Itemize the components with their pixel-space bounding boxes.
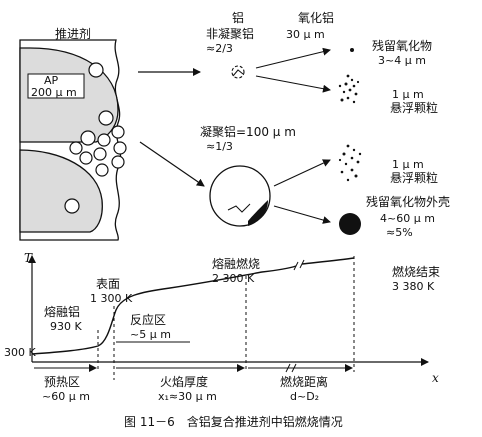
temperature-curve	[31, 265, 297, 355]
al-particle	[79, 151, 93, 165]
suspended-label-1: 悬浮颗粒	[390, 100, 438, 115]
al-particle	[80, 130, 96, 146]
al-oxide-size: 30 μ m	[286, 28, 325, 41]
al-particle	[93, 147, 107, 161]
agglomerated-label: 凝聚铝=100 μ m	[200, 124, 296, 139]
melt-combustion-temp: 2 300 K	[212, 272, 255, 285]
surface-temp: 1 300 K	[90, 292, 133, 305]
agglomerated-fraction: ≈1/3	[206, 140, 233, 153]
residual-shell-size: 4~60 μ m	[380, 212, 435, 225]
propellant-label: 推进剂	[55, 26, 91, 41]
combustion-distance-value: d~D₂	[290, 390, 319, 403]
al-particle	[88, 62, 104, 78]
al-particle	[98, 110, 114, 126]
suspended-size-2: 1 μ m	[392, 158, 424, 171]
preheat-size: ~60 μ m	[42, 390, 90, 403]
curve-break-mark	[299, 259, 305, 269]
arrow-to-suspended-1	[255, 75, 331, 93]
combustion-end-temp: 3 380 K	[392, 280, 435, 293]
y-axis-label: T	[24, 251, 33, 265]
reaction-zone-size: ~5 μ m	[130, 328, 171, 341]
combustion-end-label: 燃烧结束	[392, 264, 440, 279]
distance-break-mark	[291, 363, 297, 373]
ap-label: AP	[44, 74, 59, 87]
residual-oxide-dot	[350, 48, 354, 52]
non-agglomerated-label: 非凝聚铝	[206, 26, 254, 41]
small-burning-droplet	[231, 65, 245, 79]
al-particle	[64, 198, 80, 214]
arrow-to-large-droplet	[139, 141, 205, 187]
suspended-particles-cluster-2	[338, 144, 362, 182]
al-particle	[113, 141, 127, 155]
residual-shell-fraction: ≈5%	[386, 226, 413, 239]
melt-combustion-label: 熔融燃烧	[212, 256, 260, 271]
al-particle	[69, 141, 83, 155]
oxide-shell-sphere	[339, 213, 361, 235]
figure-caption: 图 11－6 含铝复合推进剂中铝燃烧情况	[124, 414, 343, 429]
melting-al-temp: 930 K	[50, 320, 82, 333]
distance-break-mark	[285, 363, 291, 373]
al-particle	[111, 125, 125, 139]
suspended-size-1: 1 μ m	[392, 88, 424, 101]
preheat-zone-label: 预热区	[44, 375, 80, 389]
arrow-to-residual-oxide	[255, 47, 331, 69]
aluminum-particles	[64, 62, 127, 214]
arrow-to-suspended-2	[273, 159, 331, 187]
al-label: 铝	[232, 10, 244, 25]
surface-label: 表面	[96, 277, 120, 291]
al-oxide-label: 氧化铝	[298, 10, 334, 25]
residual-oxide-size: 3~4 μ m	[378, 54, 426, 67]
combustion-distance-label: 燃烧距离	[280, 374, 328, 389]
melting-al-label: 熔融铝	[44, 304, 80, 319]
non-agglomerated-fraction: ≈2/3	[206, 42, 233, 55]
x-axis-label: x	[432, 371, 439, 385]
flame-thickness-label: 火焰厚度	[160, 374, 208, 389]
ap-label-box	[27, 73, 85, 99]
ap-size: 200 μ m	[31, 86, 77, 99]
suspended-particles-cluster-1	[338, 74, 360, 104]
residual-shell-label: 残留氧化物外壳	[366, 195, 450, 209]
temperature-curve-tail	[301, 257, 355, 265]
flame-thickness-value: x₁≈30 μ m	[158, 390, 217, 403]
residual-oxide-label: 残留氧化物	[372, 39, 432, 53]
al-particle	[95, 163, 109, 177]
curve-break-mark	[293, 261, 299, 271]
arrow-to-oxide-shell	[273, 205, 331, 224]
large-burning-droplet	[209, 165, 271, 227]
suspended-label-2: 悬浮颗粒	[390, 170, 438, 185]
start-temp: 300 K	[4, 346, 36, 359]
ap-grain-lower	[19, 149, 103, 233]
al-particle	[97, 133, 111, 147]
al-particle	[111, 155, 125, 169]
reaction-zone-label: 反应区	[130, 312, 166, 327]
